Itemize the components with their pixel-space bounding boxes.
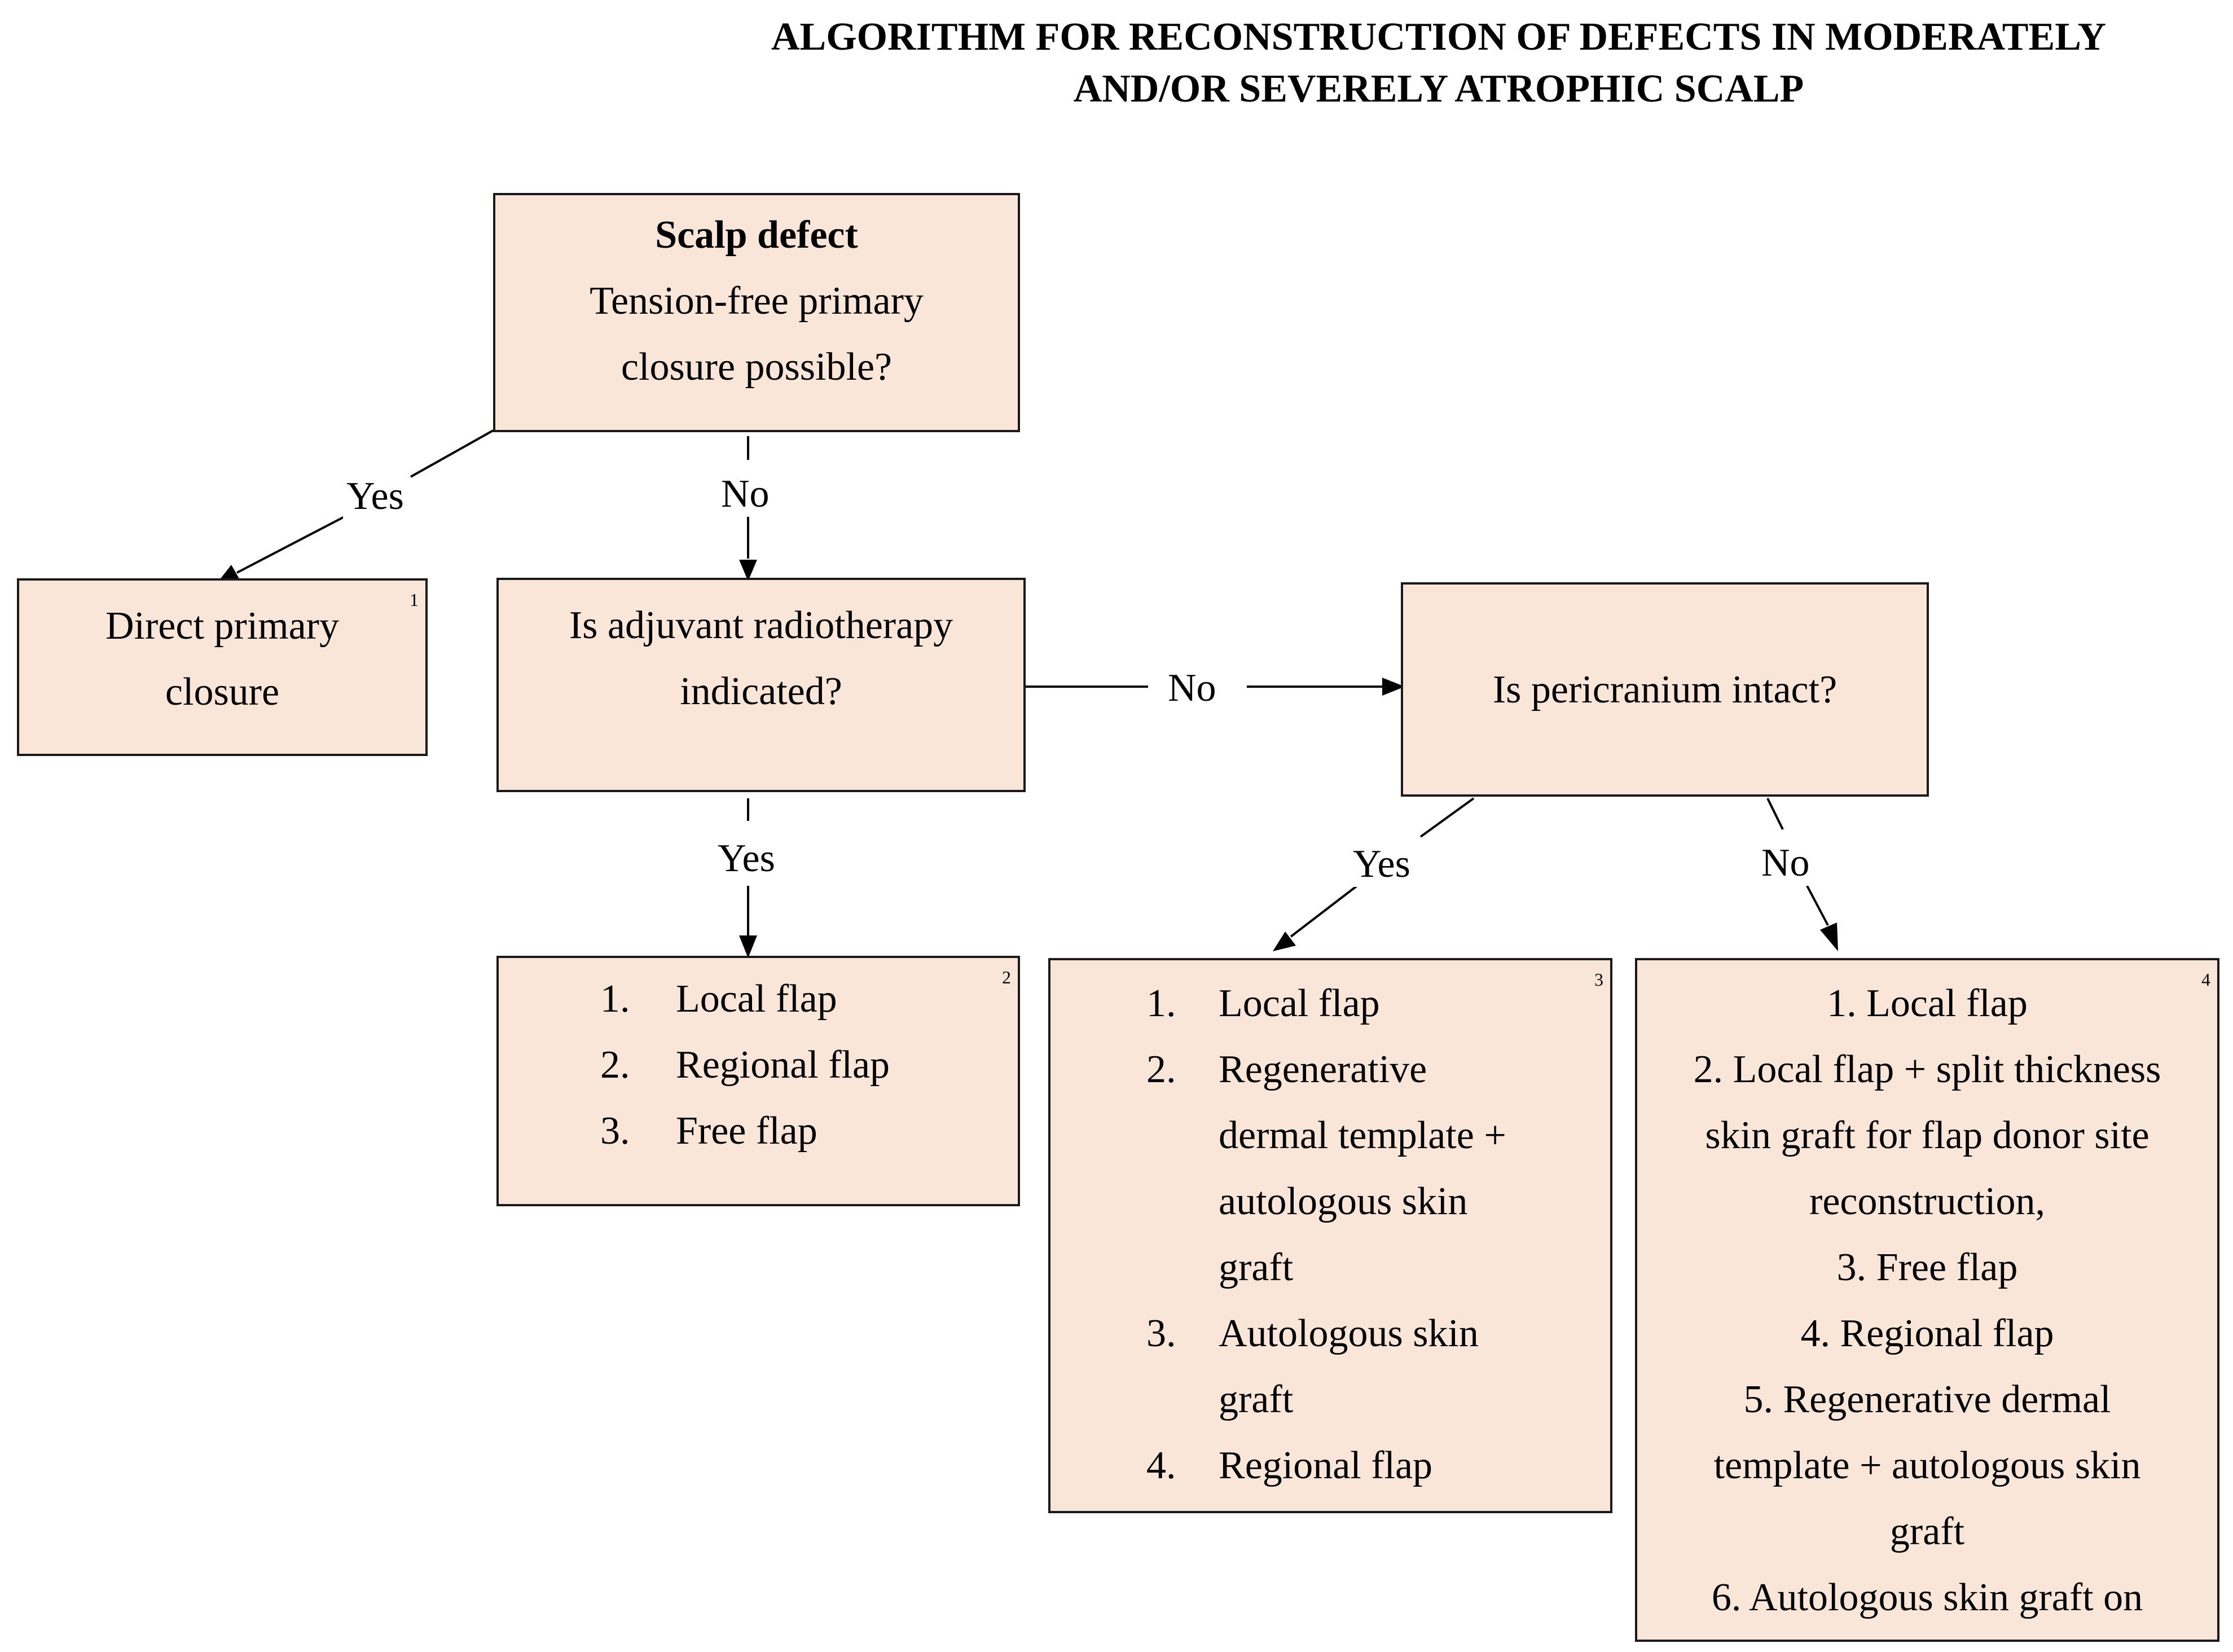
scalp-defect-heading: Scalp defect [655, 213, 858, 257]
title-line-1: ALGORITHM FOR RECONSTRUCTION OF DEFECTS … [771, 15, 2107, 59]
option-2-item-index: 2. [600, 1043, 630, 1087]
scalp-defect-question-line-2: closure possible? [621, 345, 893, 389]
option-3-item-index: 1. [1146, 982, 1176, 1025]
option-2-item-index: 3. [600, 1109, 630, 1153]
option-4-item: 6. Autologous skin graft on [1643, 1565, 2212, 1631]
edge-peri-no-line-b [1806, 885, 1829, 926]
option-4-item-text-line: graft [1889, 1510, 1965, 1553]
node-option-list-2: 2 1. Local flap 2. Regional flap 3. Free… [496, 956, 1020, 1206]
option-2-item-text: Regional flap [676, 1043, 890, 1087]
option-3-item-index: 3. [1146, 1312, 1176, 1355]
node-pericranium-question: Is pericranium intact? [1401, 582, 1929, 797]
box-number-2: 2 [1002, 967, 1011, 987]
edge-peri-no-line-a [1766, 798, 1784, 830]
option-4-item-text: 4. Regional flap [1800, 1312, 2054, 1355]
title-line-2: AND/OR SEVERELY ATROPHIC SCALP [1073, 67, 1804, 111]
edge-label-defect-yes: Yes [343, 474, 407, 519]
option-3-item-text: Regional flap [1219, 1444, 1433, 1487]
option-2-item: 1. Local flap [600, 966, 1018, 1032]
option-4-item-text: 3. Free flap [1836, 1246, 2018, 1289]
option-3-item-text-line: dermal template + [1219, 1114, 1506, 1157]
edge-label-defect-no: No [718, 472, 773, 517]
option-4-item: 2. Local flap + split thickness skin gra… [1643, 1036, 2212, 1234]
option-3-item: 1. Local flap [1146, 970, 1610, 1036]
option-3-item-index: 4. [1146, 1444, 1176, 1487]
edge-peri-yes-line-a [1419, 797, 1475, 838]
option-3-item-text-line: graft [1219, 1378, 1294, 1421]
direct-closure-line-2: closure [165, 670, 280, 714]
option-4-item-text-line: 5. Regenerative dermal [1743, 1378, 2111, 1421]
box-number-3: 3 [1594, 969, 1603, 990]
node-option-list-4: 4 1. Local flap 2. Local flap + split th… [1635, 958, 2219, 1642]
edge-defect-yes-line-a [410, 429, 494, 478]
radiotherapy-line-2: indicated? [680, 670, 842, 713]
pericranium-line-1: Is pericranium intact? [1492, 668, 1838, 711]
option-4-item-text-line: reconstruction, [1809, 1180, 2045, 1223]
arrowhead-option-4 [1820, 922, 1838, 951]
option-2-item-text: Free flap [676, 1109, 817, 1153]
option-3-item: 4. Regional flap [1146, 1433, 1610, 1499]
option-3-item-text-line: graft [1219, 1246, 1294, 1289]
option-3-item-text-line: autologous skin [1219, 1180, 1468, 1223]
option-4-item: 3. Free flap [1643, 1234, 2212, 1300]
edge-label-peri-yes: Yes [1350, 842, 1414, 887]
edge-defect-yes-line-b [236, 515, 346, 574]
diagram-title: ALGORITHM FOR RECONSTRUCTION OF DEFECTS … [717, 11, 2161, 115]
scalp-defect-question-line-1: Tension-free primary [590, 279, 924, 323]
option-2-item-index: 1. [600, 977, 630, 1021]
node-radiotherapy-question: Is adjuvant radiotherapy indicated? [496, 578, 1026, 792]
option-4-item: 1. Local flap [1643, 970, 2212, 1036]
arrowhead-radiotherapy [739, 560, 757, 581]
option-4-item-text: 1. Local flap [1827, 982, 2028, 1025]
edge-peri-yes-line-b [1290, 884, 1360, 938]
option-3-item-text-line: Autologous skin [1219, 1312, 1479, 1355]
arrowhead-option-3 [1273, 932, 1296, 951]
option-4-item-text-line: template + autologous skin [1713, 1444, 2141, 1487]
node-scalp-defect: Scalp defect Tension-free primary closur… [493, 193, 1020, 432]
option-4-item: 5. Regenerative dermal template + autolo… [1643, 1367, 2212, 1565]
arrowhead-option-2 [739, 935, 757, 958]
box-number-4: 4 [2201, 969, 2210, 990]
option-2-item: 3. Free flap [600, 1098, 1018, 1164]
option-2-item: 2. Regional flap [600, 1032, 1018, 1098]
radiotherapy-line-1: Is adjuvant radiotherapy [569, 604, 953, 647]
option-4-item-text-line: skin graft for flap donor site [1705, 1114, 2150, 1157]
box-number-1: 1 [410, 590, 419, 610]
option-3-item-text: Local flap [1219, 982, 1380, 1025]
option-4-item-text: 6. Autologous skin graft on [1711, 1576, 2143, 1619]
node-option-list-3: 3 1. Local flap 2. Regenerative dermal t… [1048, 958, 1612, 1513]
edge-label-radio-yes: Yes [714, 836, 779, 881]
option-3-item-text-line: Regenerative [1219, 1048, 1427, 1091]
arrowhead-pericranium [1382, 678, 1405, 696]
edge-label-radio-no: No [1164, 666, 1220, 711]
option-3-item-index: 2. [1146, 1048, 1176, 1091]
option-4-item-text-line: 2. Local flap + split thickness [1693, 1048, 2161, 1091]
direct-closure-line-1: Direct primary [106, 604, 339, 648]
option-3-item: 2. Regenerative dermal template + autolo… [1146, 1036, 1610, 1300]
option-4-item: 4. Regional flap [1643, 1300, 2212, 1367]
edge-label-peri-no: No [1758, 841, 1813, 886]
option-3-item: 3. Autologous skin graft [1146, 1300, 1610, 1433]
node-direct-primary-closure: 1 Direct primary closure [17, 578, 428, 756]
option-2-item-text: Local flap [676, 977, 837, 1021]
